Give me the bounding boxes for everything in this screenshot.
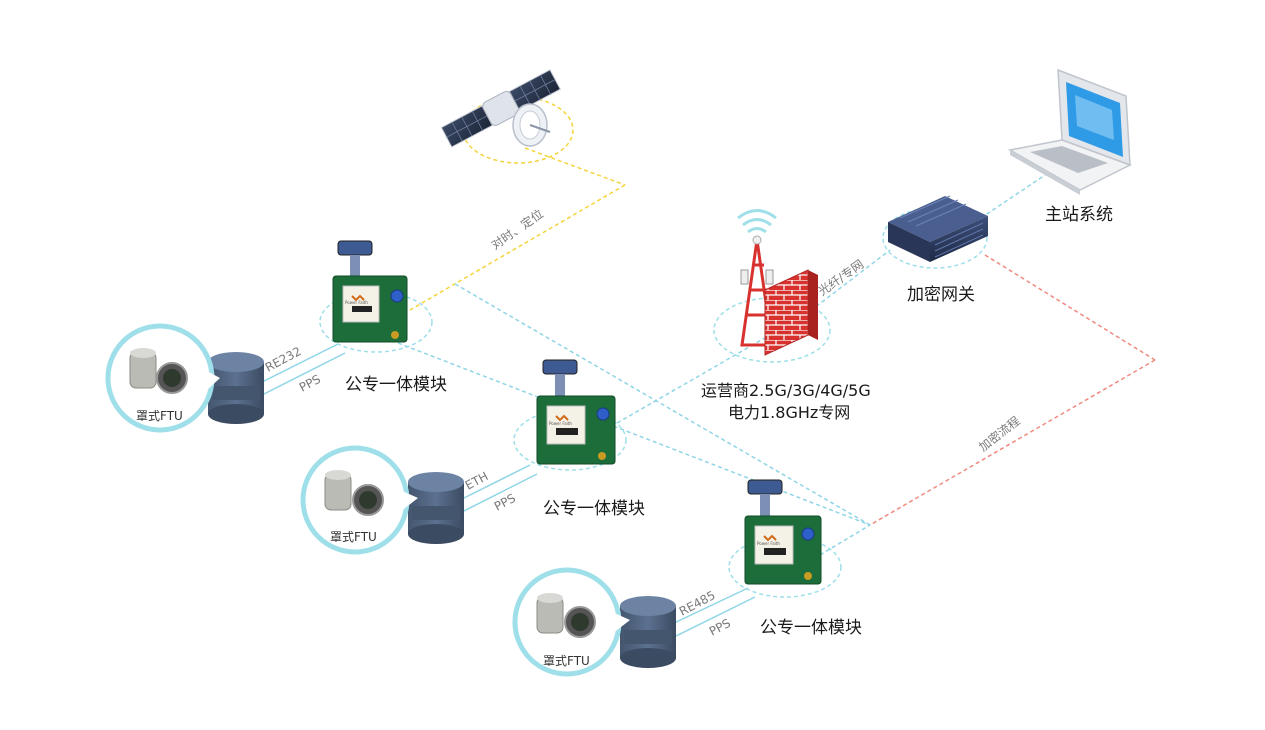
connection-lines <box>261 147 1156 639</box>
link-timing-2 <box>409 184 626 311</box>
timing-link-label: 对时、定位 <box>488 206 546 253</box>
operator-network-label-1: 运营商2.5G/3G/4G/5G <box>701 381 871 400</box>
operator-network-label-2: 电力1.8GHz专网 <box>728 403 850 422</box>
firewall-icon <box>764 269 818 356</box>
ftu-label-1: 罩式FTU <box>136 409 183 423</box>
link-ftu3-pps <box>671 596 756 639</box>
module-board-3: Power Faith <box>728 479 842 598</box>
link-module1-operator <box>454 283 871 526</box>
link-encrypted-2 <box>869 359 1156 526</box>
link-operator-gateway <box>804 249 891 316</box>
encrypted-link-label: 加密流程 <box>976 413 1023 454</box>
ftu-cylinder-icon-3 <box>620 596 676 668</box>
server-icon <box>882 195 988 269</box>
link-timing-1 <box>524 147 626 186</box>
ftu-unit-2 <box>300 445 464 555</box>
module-label-2: 公专一体模块 <box>543 499 645 519</box>
ftu-unit-3 <box>512 567 676 677</box>
tower-icon <box>713 209 831 363</box>
link-ftu3-if <box>671 587 749 625</box>
board-brand-3: Power Faith <box>757 541 780 546</box>
link-module2-operator <box>604 334 771 431</box>
laptop-icon <box>1007 68 1132 195</box>
satellite-icon <box>440 69 574 164</box>
module-board-2: Power Faith <box>513 359 627 471</box>
board-brand-2: Power Faith <box>549 421 572 426</box>
link-module3-up <box>819 524 871 556</box>
link-ftu2-if <box>457 464 531 502</box>
if-label-2: ETH <box>463 469 491 493</box>
board-brand-1: Power Faith <box>345 300 368 305</box>
ftu-label-2: 罩式FTU <box>330 530 377 544</box>
link-ftu2-pps <box>457 473 538 515</box>
ftu-cylinder-icon-2 <box>408 472 464 544</box>
module-label-3: 公专一体模块 <box>760 618 862 638</box>
if-label-3: RE485 <box>677 588 718 619</box>
gateway-label: 加密网关 <box>907 285 975 305</box>
link-module1-operator-b <box>384 337 871 526</box>
link-ftu1-if <box>261 343 339 383</box>
module-board-1: Power Faith <box>319 240 433 353</box>
master-station-label: 主站系统 <box>1045 205 1113 225</box>
module-label-1: 公专一体模块 <box>345 375 447 395</box>
ftu-label-3: 罩式FTU <box>543 654 590 668</box>
ftu-cylinder-icon-1 <box>208 352 264 424</box>
fiber-link-label: 光纤/专网 <box>815 256 866 298</box>
ftu-unit-1 <box>105 323 264 433</box>
if-label-1: RE232 <box>263 344 304 375</box>
link-encrypted-1 <box>984 254 1156 361</box>
link-ftu1-pps <box>261 352 346 396</box>
